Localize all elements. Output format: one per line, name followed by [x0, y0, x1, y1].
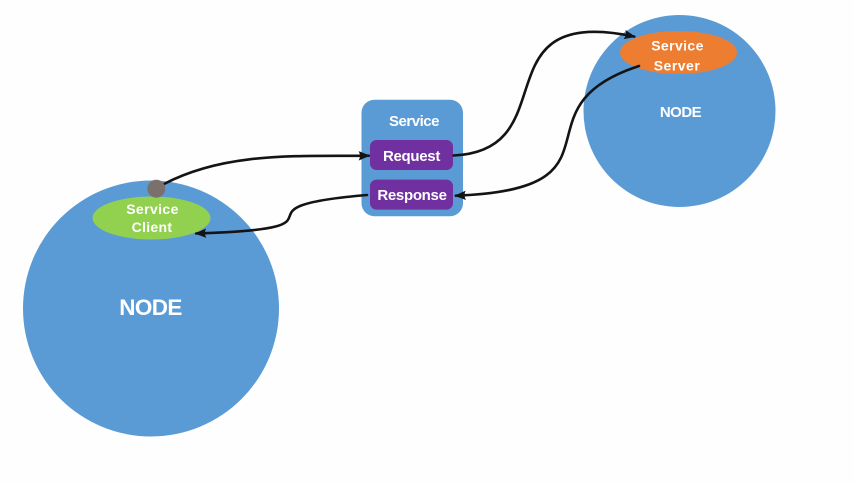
svg-text:NODE: NODE	[119, 295, 182, 320]
svg-text:Service: Service	[389, 113, 439, 130]
svg-text:Service: Service	[651, 38, 704, 54]
svg-text:Response: Response	[377, 187, 446, 204]
svg-text:NODE: NODE	[660, 104, 702, 121]
svg-text:Service: Service	[126, 201, 179, 217]
svg-text:Client: Client	[132, 219, 173, 235]
svg-text:Request: Request	[383, 148, 440, 165]
svg-text:Server: Server	[654, 58, 701, 74]
